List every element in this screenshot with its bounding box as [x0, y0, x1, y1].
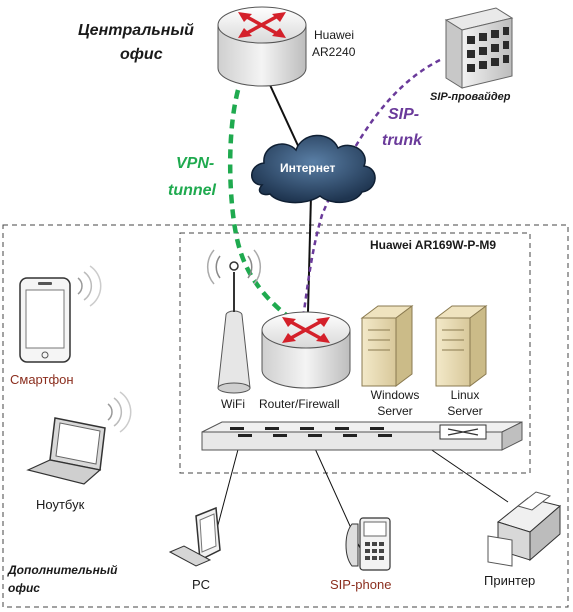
branch-router-icon: [261, 311, 351, 389]
branch-device-label: Huawei AR169W-P-M9: [370, 238, 497, 252]
laptop-label: Ноутбук: [36, 497, 85, 512]
windows-server-icon: [360, 305, 414, 387]
wifi-label: WiFi: [221, 397, 245, 411]
internet-label: Интернет: [280, 161, 336, 175]
sip-phone-icon: [345, 517, 391, 571]
windows-server-label-line1: Windows: [370, 388, 420, 402]
printer-icon: [487, 491, 562, 567]
branch-office-frame: [2, 224, 569, 608]
sip-phone-label: SIP-phone: [330, 577, 392, 592]
wifi-access-point-icon: [207, 249, 261, 394]
sip-trunk-path: [298, 58, 441, 341]
vpn-tunnel-path: [227, 89, 302, 328]
link-switch-printer: [419, 441, 509, 503]
printer-label: Принтер: [484, 573, 536, 588]
smartphone-label: Смартфон: [10, 372, 74, 387]
link-switch-pc: [213, 441, 241, 541]
link-central-internet: [269, 84, 301, 151]
pc-icon: [168, 506, 221, 567]
smartphone-icon: [19, 265, 102, 363]
pc-label: PC: [192, 577, 211, 592]
branch-router-frame: [179, 232, 531, 474]
linux-server-icon: [434, 305, 488, 387]
sip-trunk-label-line1: SIP-: [388, 106, 420, 123]
vpn-tunnel-label-line1: VPN-: [176, 155, 215, 172]
sip-provider-building-icon: [444, 7, 514, 89]
central-office-title-line2: офис: [120, 46, 163, 63]
link-internet-branch: [307, 194, 312, 313]
switch-icon: [201, 421, 523, 451]
central-router-model: AR2240: [312, 45, 356, 59]
sip-trunk-label-line2: trunk: [382, 132, 422, 149]
linux-server-label-line2: Server: [447, 404, 483, 418]
sip-provider-label: SIP-провайдер: [430, 91, 511, 103]
central-office-title-line1: Центральный: [78, 22, 194, 39]
internet-cloud-icon: [251, 134, 376, 204]
branch-office-title-line2: офис: [8, 581, 40, 595]
central-router-vendor: Huawei: [314, 28, 355, 42]
linux-server-label-line1: Linux: [450, 388, 480, 402]
central-router-icon: [217, 6, 307, 87]
windows-server-label-line2: Server: [377, 404, 413, 418]
router-label: Router/Firewall: [259, 397, 340, 411]
vpn-tunnel-label-line2: tunnel: [168, 182, 216, 199]
laptop-icon: [26, 391, 132, 485]
branch-office-title-line1: Дополнительный: [8, 563, 118, 577]
